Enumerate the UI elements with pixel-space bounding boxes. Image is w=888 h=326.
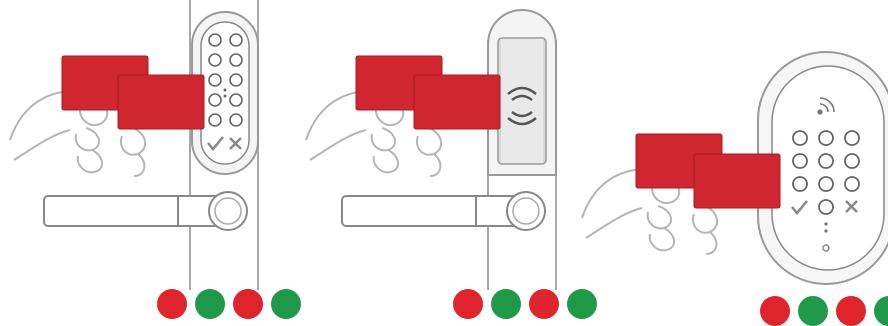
status-light-green <box>874 296 888 326</box>
wifi-icon <box>817 97 835 115</box>
status-light-green <box>271 289 301 319</box>
status-light-red <box>836 296 866 326</box>
rfid-reader <box>487 8 557 176</box>
rfid-card-icon <box>635 133 781 209</box>
status-light-green <box>195 289 225 319</box>
status-light-red <box>233 289 263 319</box>
panel-keypad-lock <box>9 0 259 290</box>
status-light-red <box>529 289 559 319</box>
check-icon <box>207 136 224 151</box>
cross-icon <box>229 137 242 150</box>
status-light-green <box>491 289 521 319</box>
rfid-card-icon <box>355 55 501 130</box>
status-light-green <box>798 296 828 326</box>
keypad-reader <box>191 11 259 175</box>
cross-icon <box>845 200 858 213</box>
rfid-card-icon <box>61 55 205 130</box>
status-light-green <box>567 289 597 319</box>
door-handle-icon <box>43 191 248 231</box>
panel-rfid-lock <box>305 8 557 290</box>
status-light-red <box>453 289 483 319</box>
panel-wall-keypad <box>581 51 888 285</box>
check-icon <box>791 200 808 215</box>
keypad-icon <box>208 33 243 127</box>
keypad-icon <box>792 130 860 215</box>
nfc-wave-icon <box>507 86 537 126</box>
status-light-red <box>760 296 790 326</box>
status-light-red <box>157 289 187 319</box>
wall-keypad-reader <box>757 51 888 285</box>
door-handle-icon <box>341 191 546 231</box>
